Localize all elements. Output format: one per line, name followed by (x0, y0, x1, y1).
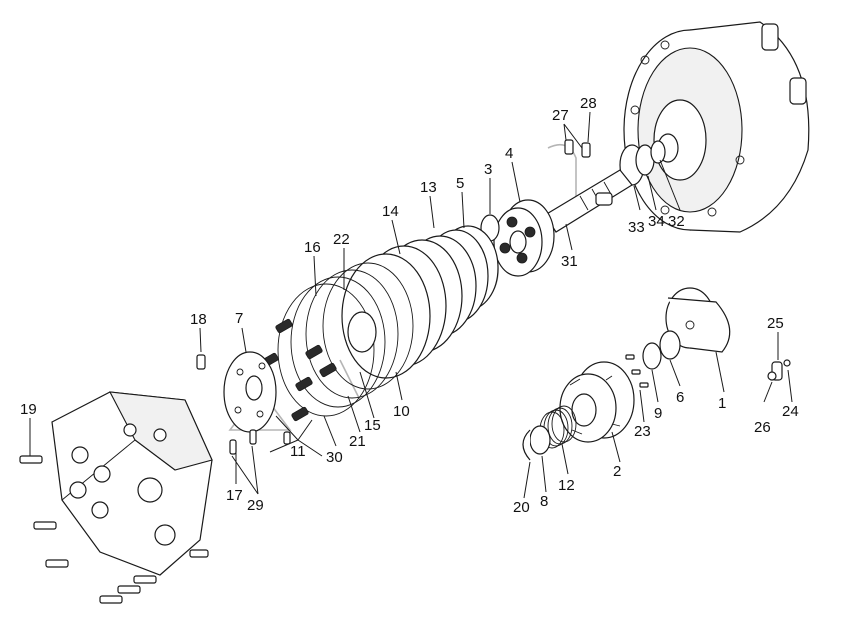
dowel-pin (196, 354, 206, 370)
cylinder-block (493, 199, 555, 277)
callout-27: 27 (552, 107, 569, 124)
output-shaft (544, 169, 633, 233)
callout-30: 30 (326, 449, 343, 466)
callout-15: 15 (364, 417, 381, 434)
callout-18: 18 (190, 311, 207, 328)
callout-17: 17 (226, 487, 243, 504)
callout-1: 1 (718, 395, 726, 412)
callout-7: 7 (235, 310, 243, 327)
callout-25: 25 (767, 315, 784, 332)
callout-labels: 1 2 3 4 5 6 7 8 9 10 11 12 13 14 15 16 1… (20, 95, 799, 516)
callout-21: 21 (349, 433, 366, 450)
callout-13: 13 (420, 179, 437, 196)
small-pins (625, 354, 649, 388)
callout-28: 28 (580, 95, 597, 112)
callout-32: 32 (668, 213, 685, 230)
callout-20: 20 (513, 499, 530, 516)
valve-plate (223, 351, 277, 433)
rear-cover (51, 391, 213, 576)
piston-housing (559, 361, 635, 443)
callout-34: 34 (648, 213, 665, 230)
callout-31: 31 (561, 253, 578, 270)
retaining-ring (529, 425, 551, 455)
callout-29: 29 (247, 497, 264, 514)
callout-6: 6 (676, 389, 684, 406)
callout-23: 23 (634, 423, 651, 440)
callout-22: 22 (333, 231, 350, 248)
key-parts (564, 139, 591, 158)
callout-19: 19 (20, 401, 37, 418)
callout-16: 16 (304, 239, 321, 256)
plug-set (767, 359, 791, 381)
callout-12: 12 (558, 477, 575, 494)
leader-lines (29, 111, 793, 499)
callout-8: 8 (540, 493, 548, 510)
bearing-assembly (619, 140, 666, 186)
snap-clip (522, 429, 531, 461)
pin-parts (229, 429, 291, 455)
callout-4: 4 (505, 145, 513, 162)
callout-2: 2 (613, 463, 621, 480)
seal-rings (642, 330, 681, 370)
callout-26: 26 (754, 419, 771, 436)
callout-33: 33 (628, 219, 645, 236)
callout-11: 11 (290, 443, 306, 460)
spring-set (261, 318, 337, 422)
hydraulic-motor-housing (623, 21, 810, 233)
end-cap (665, 287, 731, 353)
callout-3: 3 (484, 161, 492, 178)
callout-10: 10 (393, 403, 410, 420)
callout-5: 5 (456, 175, 464, 192)
callout-9: 9 (654, 405, 662, 422)
friction-disc-stack (277, 225, 499, 417)
cover-bolts (19, 455, 209, 604)
callout-24: 24 (782, 403, 799, 420)
callout-14: 14 (382, 203, 399, 220)
